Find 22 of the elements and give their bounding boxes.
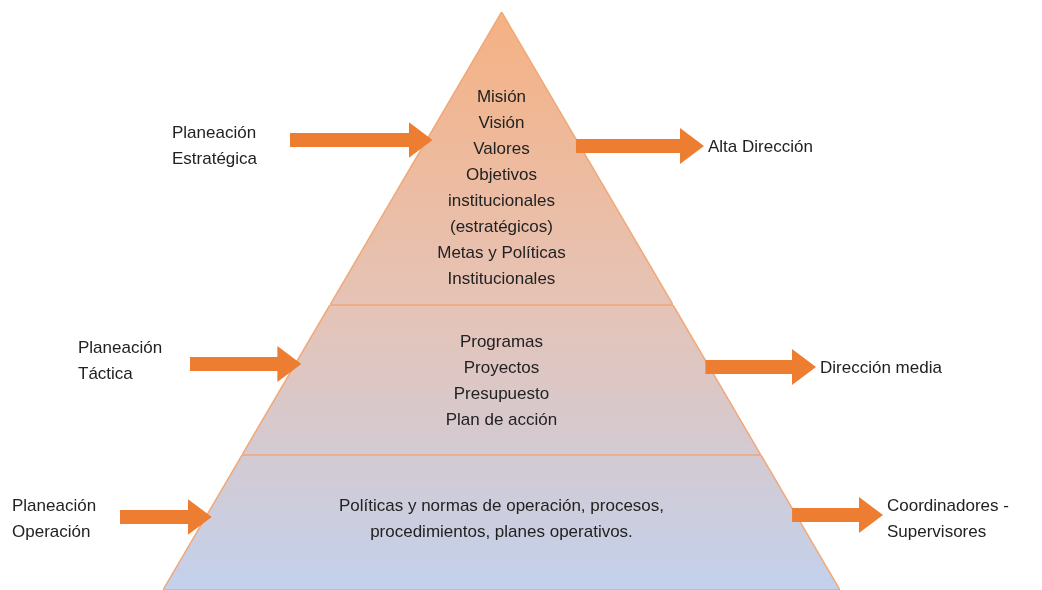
- level-item: Plan de acción: [445, 409, 558, 431]
- level-item: Políticas y normas de operación, procesos, procedimientos, planes operativos.: [337, 495, 666, 543]
- level-item: Metas y Políticas Institucionales: [436, 242, 567, 290]
- level-item: Presupuesto: [453, 383, 550, 405]
- level-label: Planeación Estratégica: [172, 122, 259, 170]
- arrow: [190, 346, 302, 382]
- arrow: [576, 128, 704, 164]
- arrow: [290, 122, 433, 158]
- level-item: Valores: [473, 138, 530, 160]
- arrow: [705, 349, 816, 385]
- level-item: Programas: [459, 331, 544, 353]
- level-item: Objetivos institucionales (estratégicos): [447, 164, 556, 238]
- level-label: Dirección media: [820, 357, 943, 379]
- level-item: Visión: [478, 112, 525, 134]
- level-label: Planeación Táctica: [78, 337, 164, 385]
- level-item: Proyectos: [463, 357, 540, 379]
- level-label: Coordinadores - Supervisores: [887, 495, 1010, 543]
- level-label: Alta Dirección: [708, 136, 814, 158]
- arrow: [120, 499, 212, 535]
- arrow: [792, 497, 883, 533]
- level-item: Misión: [476, 86, 527, 108]
- level-label: Planeación Operación: [12, 495, 98, 543]
